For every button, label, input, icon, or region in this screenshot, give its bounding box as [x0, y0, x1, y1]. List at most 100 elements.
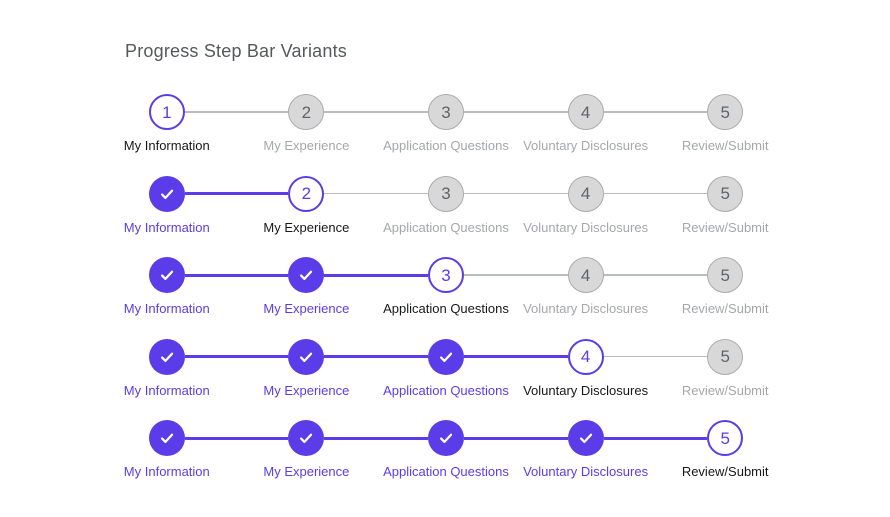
step-circle[interactable]: 3 — [427, 94, 464, 130]
step-application-questions: Application Questions — [324, 338, 516, 398]
step-label: Application Questions — [383, 382, 509, 398]
step-application-questions: 3 Application Questions — [324, 175, 516, 235]
step-circle[interactable]: 5 — [707, 338, 744, 375]
step-label: My Information — [123, 138, 210, 153]
step-circle[interactable]: 2 — [288, 175, 325, 212]
step-my-information: My Information — [97, 175, 237, 235]
step-number: 3 — [441, 102, 451, 122]
step-label: Voluntary Disclosures — [523, 301, 649, 316]
step-voluntary-disclosures: 4 Voluntary Disclosures — [463, 94, 656, 153]
step-circle[interactable] — [567, 420, 604, 456]
check-icon — [160, 189, 173, 199]
step-circle[interactable] — [288, 257, 325, 293]
step-review-submit: 5 Review/Submit — [603, 175, 795, 235]
step-circle[interactable]: 2 — [288, 94, 325, 130]
step-label: Application Questions — [383, 464, 509, 479]
step-circle[interactable]: 3 — [427, 257, 464, 293]
check-icon — [160, 433, 173, 444]
step-connector — [324, 436, 428, 440]
step-number: 4 — [580, 265, 591, 285]
step-label: My Experience — [263, 301, 350, 316]
step-label: My Experience — [263, 138, 350, 153]
step-review-submit: 5 Review/Submit — [603, 420, 795, 479]
step-number: 4 — [580, 102, 591, 122]
step-label: My Experience — [263, 382, 350, 398]
step-application-questions: 3 Application Questions — [324, 257, 516, 316]
step-circle[interactable]: 4 — [567, 175, 604, 212]
step-review-submit: 5 Review/Submit — [603, 338, 795, 398]
step-number: 5 — [720, 102, 730, 122]
step-circle[interactable]: 5 — [707, 420, 744, 456]
step-connector — [184, 355, 289, 358]
step-number: 5 — [720, 347, 730, 366]
step-connector — [463, 436, 568, 440]
step-my-information: 1 My Information — [97, 94, 237, 153]
step-voluntary-disclosures: 4 Voluntary Disclosures — [463, 338, 656, 398]
step-voluntary-disclosures: Voluntary Disclosures — [463, 420, 656, 479]
step-circle[interactable] — [288, 338, 325, 375]
step-my-information: My Information — [97, 257, 237, 316]
step-number: 2 — [301, 102, 312, 122]
step-my-experience: My Experience — [184, 338, 377, 398]
step-label: Review/Submit — [681, 301, 769, 316]
step-circle[interactable]: 1 — [148, 94, 185, 130]
check-icon — [439, 433, 453, 444]
step-number: 5 — [720, 428, 730, 448]
check-icon — [439, 352, 453, 362]
check-icon — [579, 433, 592, 444]
step-my-experience: My Experience — [184, 257, 377, 316]
check-icon — [300, 270, 313, 281]
check-icon — [160, 352, 173, 362]
step-circle[interactable] — [148, 175, 185, 212]
step-circle[interactable]: 5 — [707, 94, 744, 130]
page-title: Progress Step Bar Variants — [125, 41, 347, 61]
step-number: 5 — [720, 265, 730, 285]
step-voluntary-disclosures: 4 Voluntary Disclosures — [463, 175, 656, 235]
step-label: Review/Submit — [681, 382, 769, 398]
step-label: Voluntary Disclosures — [523, 464, 649, 479]
progress-bar-variant-3: My Information My Experience 3 Applicati… — [97, 257, 795, 316]
step-connector — [463, 274, 568, 276]
step-circle[interactable] — [148, 338, 185, 375]
step-connector — [324, 111, 428, 113]
step-label: My Information — [123, 301, 210, 316]
step-number: 4 — [580, 184, 591, 203]
step-circle[interactable] — [427, 338, 464, 375]
step-connector — [463, 192, 568, 195]
step-review-submit: 5 Review/Submit — [603, 257, 795, 316]
step-circle[interactable]: 4 — [567, 257, 604, 293]
check-icon — [160, 270, 173, 281]
step-my-experience: 2 My Experience — [184, 175, 377, 235]
progress-bar-variant-5: My Information My Experience Application… — [97, 420, 795, 479]
step-connector — [184, 273, 289, 277]
step-connector — [463, 111, 568, 113]
step-connector — [184, 436, 289, 440]
step-label: Voluntary Disclosures — [523, 138, 649, 153]
step-label: Application Questions — [383, 301, 509, 316]
step-circle[interactable] — [288, 420, 325, 456]
step-label: Application Questions — [383, 219, 509, 235]
step-application-questions: Application Questions — [324, 420, 516, 479]
step-connector — [324, 273, 428, 277]
progress-bar-variant-2: My Information 2 My Experience 3 Applica… — [97, 175, 795, 235]
step-connector — [324, 192, 428, 195]
step-circle[interactable]: 4 — [567, 338, 604, 375]
step-connector — [603, 436, 708, 440]
step-circle[interactable]: 5 — [707, 175, 744, 212]
step-circle[interactable] — [148, 257, 185, 293]
step-connector — [184, 192, 289, 195]
step-connector — [603, 192, 708, 195]
step-circle[interactable] — [427, 420, 464, 456]
step-circle[interactable] — [148, 420, 185, 456]
step-circle[interactable]: 3 — [427, 175, 464, 212]
step-my-experience: My Experience — [184, 420, 377, 479]
step-my-experience: 2 My Experience — [184, 94, 377, 153]
step-circle[interactable]: 4 — [567, 94, 604, 130]
step-label: My Information — [123, 382, 210, 398]
step-number: 2 — [301, 184, 312, 203]
step-number: 1 — [162, 102, 172, 122]
step-label: Review/Submit — [681, 464, 769, 479]
check-icon — [300, 433, 313, 444]
step-circle[interactable]: 5 — [707, 257, 744, 293]
